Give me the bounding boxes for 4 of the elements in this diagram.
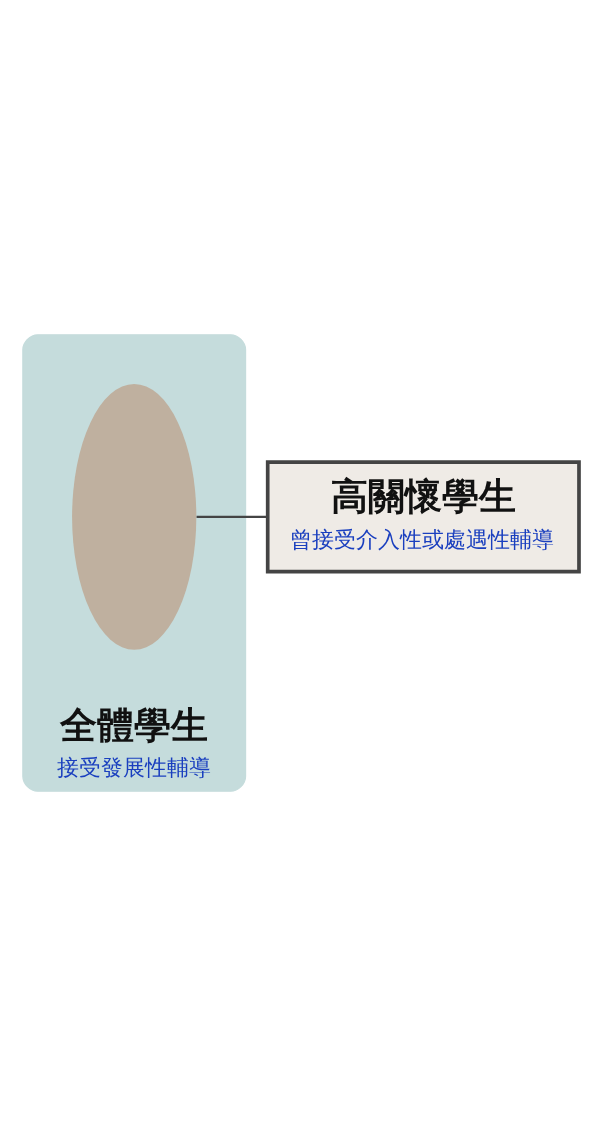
cluster: 全體學生 接受發展性輔導 xyxy=(22,334,247,792)
node-ellipse xyxy=(72,384,197,650)
connector xyxy=(196,515,268,519)
node-box: 高關懷學生 曾接受介入性或處遇性輔導 xyxy=(265,460,581,574)
